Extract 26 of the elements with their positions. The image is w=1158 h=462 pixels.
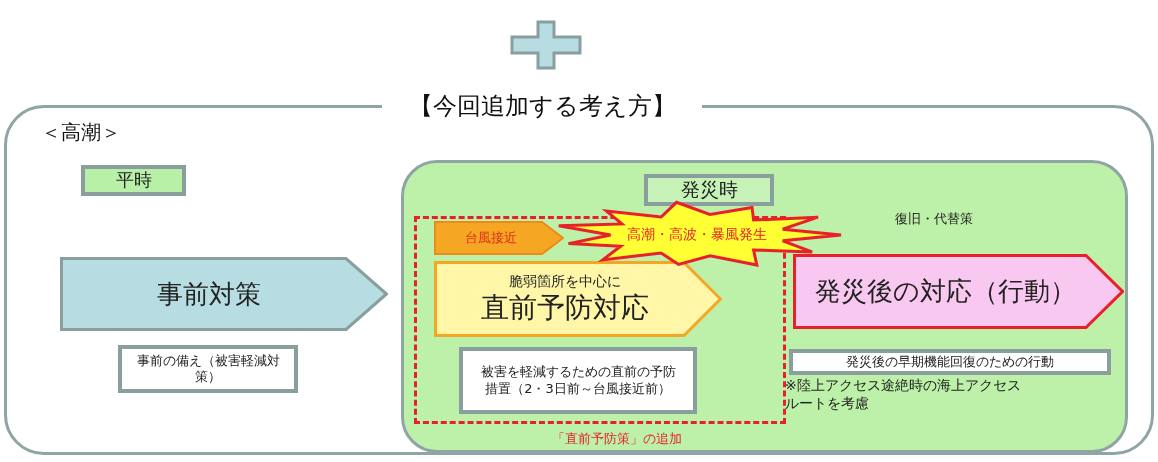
note-box xyxy=(118,345,298,393)
arrow-shape xyxy=(434,221,564,255)
node-label: 発災後の早期機能回復のための行動 xyxy=(846,353,1054,371)
heading-text: 「直前予防策」の追加 xyxy=(551,431,683,448)
node-label: 直前予防対応 xyxy=(480,290,649,326)
node-label: 事前の備え（被害軽減対策） xyxy=(135,352,281,386)
node-label: 台風接近 xyxy=(465,229,518,247)
node-label: 高潮・高波・暴風発生 xyxy=(627,226,767,244)
arrow-shape xyxy=(434,261,722,337)
node-label: 平時 xyxy=(115,169,152,192)
note-box xyxy=(789,349,1111,375)
heading-text: 復旧・代替策 xyxy=(894,211,974,228)
node-label: 発災後の対応（行動） xyxy=(814,275,1076,308)
note-box xyxy=(459,347,697,414)
arrow-shape xyxy=(60,257,388,331)
node-label: 発災時 xyxy=(680,178,738,202)
heading-text: 【今回追加する考え方】 xyxy=(382,91,702,121)
node-label: 事前対策 xyxy=(157,277,262,311)
arrow-shape xyxy=(793,254,1124,329)
phase-panel xyxy=(401,160,1128,453)
phase-box xyxy=(81,165,186,196)
note-text: ※陸上アクセス途絶時の海上アクセスルートを考慮 xyxy=(785,376,1022,413)
node-label: 脆弱箇所を中心に xyxy=(508,272,621,291)
node-label: 被害を軽減するための直前の予防措置（2・3日前～台風接近前） xyxy=(479,364,677,397)
heading-text: ＜高潮＞ xyxy=(41,120,122,145)
phase-box xyxy=(644,174,774,206)
